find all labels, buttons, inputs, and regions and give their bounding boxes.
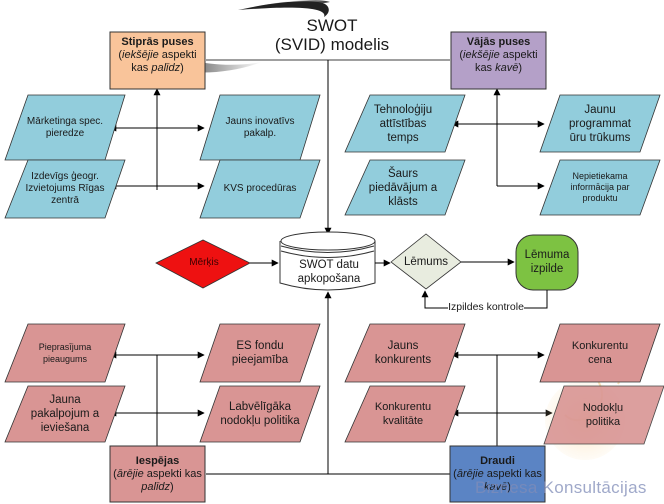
threat-item-3: Konkurentu kvalitāte [374,401,432,427]
opportunity-item-3-shape [4,385,126,443]
strength-item-1: Mārketinga spec. pieredze [26,115,104,139]
threats-sub-text-3: ) [507,481,511,493]
opportunity-item-2-shape [199,323,321,383]
control-label: Izpildes kontrole [448,301,524,313]
data-store-label: SWOT datu apkopošana [297,259,361,285]
opportunities-sub-text-1: aspekti kas [143,468,202,480]
strength-item-4-shape [199,159,321,219]
opportunity-item-3: Jauna pakalpojum a ieviešana [30,394,100,434]
weaknesses-heading: Vājās puses [466,36,531,48]
weakness-item-2-shape [539,94,661,153]
threat-item-4-shape [543,385,664,445]
threat-item-1: Jauns konkurents [374,340,432,366]
opportunity-item-4: Labvēlīgāka nodokļu politika [220,401,300,427]
strengths-sub-text-2: kas [131,62,152,74]
strengths-sub-text-1: aspekti [158,49,197,61]
weakness-item-1: Tehnoloģiju attīstības temps [373,103,433,144]
opportunities-box [109,445,206,503]
watermark-text: Biznesa Konsultācijas [475,478,647,497]
weaknesses-sub-text-2: kas [474,62,496,74]
opportunity-item-1: Pieprasījuma pieaugums [38,342,92,364]
strength-item-2: Jauns inovatīvs pakalp. [225,115,295,139]
weakness-item-3-shape [344,159,466,216]
weakness-item-3: Šaurs piedāvājum a klāsts [368,167,438,208]
strengths-sub-italic-2: palīdz [151,62,181,74]
threat-item-1-shape [344,323,466,383]
weakness-item-4: Nepietiekama informācija par produktu [570,171,630,203]
weakness-item-1-shape [344,94,466,153]
opportunities-label: Iespējas (ārējie aspekti kas palīdz) [113,455,202,493]
strengths-label: Stiprās puses (iekšējie aspekti kas palī… [118,36,197,74]
opportunities-sub-italic-2: palīdz [141,481,171,493]
title-line-2: (SVID) modelis [274,35,390,54]
goal-label: Mērķis [189,257,219,268]
decision-label: Lēmums [403,256,449,268]
data-store-cylinder [279,231,376,291]
opportunity-item-2: ES fondu pieejamība [231,340,289,366]
strengths-sub-italic-1: iekšējie [122,49,159,61]
threat-item-4: Nodokļu politika [582,402,624,428]
weaknesses-sub-italic-2: kavē [495,62,519,74]
opportunity-item-4-shape [199,385,321,443]
threat-item-3-shape [344,385,466,443]
strengths-heading: Stiprās puses [121,36,194,48]
weaknesses-label: Vājās puses (iekšējie aspekti kas kavē) [459,36,538,74]
opportunities-heading: Iespējas [135,455,180,467]
weaknesses-sub-italic-1: iekšējie [463,49,500,61]
title-line-1: SWOT [306,16,358,35]
swoosh-top-shape [238,1,329,17]
weaknesses-sub-text-1: aspekti [499,49,538,61]
weakness-item-4-shape [539,159,661,216]
strengths-box [109,31,206,90]
threats-box [449,445,546,503]
strength-item-3: Izdevīgs ģeogr. Izvietojums Rīgas zentrā [25,171,105,206]
strengths-sub-text-3: ) [180,62,184,74]
strength-item-4: KVS procedūras [223,183,297,194]
weaknesses-sub-text-3: ) [518,62,523,74]
opportunity-item-1-shape [4,323,126,383]
strength-item-3-shape [4,159,126,219]
threats-sub-italic-1: ārējie [456,468,484,480]
threats-sub-italic-2: kavē [484,481,508,493]
diagram-title: SWOT (SVID) modelis [262,16,402,54]
execution-label: Lēmuma izpilde [524,249,570,275]
threats-sub-text-1: aspekti kas [483,468,542,480]
weaknesses-box [450,31,547,90]
weakness-item-2: Jaunu programmat ūru trūkums [569,103,631,144]
control-label-bg [448,300,524,314]
opportunities-sub-text-3: ) [170,481,174,493]
threats-heading: Draudi [480,455,515,467]
opportunities-sub-italic-1: ārējie [116,468,144,480]
threat-item-2-shape [539,323,661,383]
threat-item-2: Konkurentu cena [571,340,629,366]
threats-label: Draudi (ārējie aspekti kas kavē) [453,455,542,493]
